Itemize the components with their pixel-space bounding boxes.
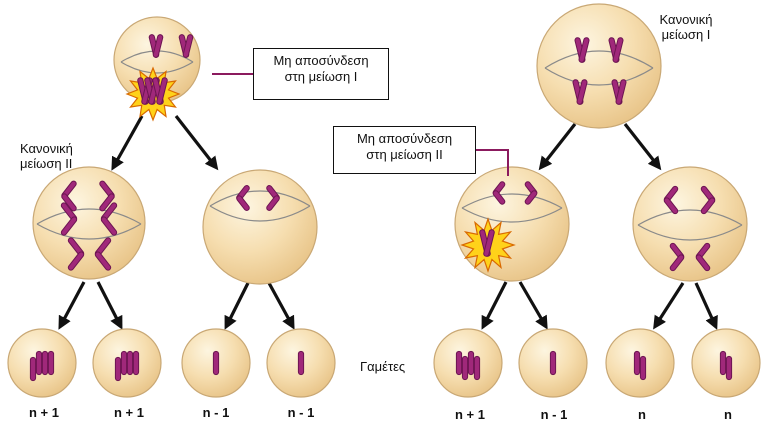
black-arrow-icon	[224, 282, 250, 330]
gamete-right-1	[433, 328, 503, 398]
chromatid-fill	[664, 198, 678, 214]
spindle-fiber	[36, 223, 142, 240]
gamete-left-1	[7, 328, 77, 398]
spindle-fiber	[461, 207, 563, 223]
spindle-fiber	[461, 193, 563, 209]
chromatid-fill	[696, 255, 710, 271]
spindle-fiber	[637, 209, 743, 226]
gamete-label-left-2: n + 1	[114, 405, 144, 420]
chromatid-fill	[525, 191, 537, 204]
chromosome-x-fill	[579, 38, 589, 62]
chromosome-x-fill	[613, 38, 623, 62]
chromatid-fill	[101, 217, 117, 235]
chromatid-fill	[701, 198, 715, 214]
gamete-label-right-1: n + 1	[455, 407, 485, 422]
spindle-fiber	[209, 190, 311, 207]
gamete-left-4	[266, 328, 336, 398]
cells-layer	[7, 3, 761, 398]
gamete-left-2	[92, 328, 162, 398]
normal-meiosis-1-text: Κανονική μείωση Ι	[659, 12, 713, 42]
chromatid-fill	[237, 196, 249, 210]
spindle-fiber	[36, 208, 142, 225]
spindle-fiber	[637, 224, 743, 241]
chromatid-fill	[267, 196, 279, 210]
cell-right-meiosis-2-b-membrane	[632, 166, 748, 282]
nondisjunction-1-text: Μη αποσύνδεση στη μείωση Ι	[273, 53, 369, 84]
black-arrow-icon	[174, 115, 219, 171]
black-arrow-icon	[653, 282, 685, 330]
cell-right-meiosis-1-membrane	[536, 3, 662, 129]
normal-meiosis-2-label: Κανονική μείωση ΙΙ	[20, 141, 120, 171]
cell-left-meiosis-2-b-membrane	[202, 169, 318, 285]
chromatid-fill	[100, 194, 114, 211]
gamete-label-right-3: n	[638, 407, 646, 422]
nondisjunction-2-callout: Μη αποσύνδεση στη μείωση ΙΙ	[333, 126, 476, 174]
spindle-fiber	[209, 205, 311, 222]
black-arrow-icon	[623, 123, 662, 171]
cell-left-meiosis-2-a	[32, 166, 146, 280]
chromatid-fill	[68, 238, 84, 256]
chromatid-fill	[100, 181, 114, 198]
chromatid-fill	[95, 238, 111, 256]
chromatid-fill	[62, 181, 76, 198]
cell-right-meiosis-1	[536, 3, 662, 129]
chromosome-x-fill	[616, 80, 626, 104]
cell-left-meiosis-2-b	[202, 169, 318, 285]
chromosome-x-fill	[157, 78, 167, 104]
gamete-right-4	[691, 328, 761, 398]
chromatid-fill	[68, 252, 84, 270]
chromosome-x-fill	[153, 35, 163, 57]
cell-left-meiosis-2-a-membrane	[32, 166, 146, 280]
spindle-fiber	[120, 61, 194, 74]
black-arrow-icon	[518, 281, 548, 330]
black-arrow-icon	[481, 281, 508, 330]
chromatid-fill	[61, 203, 77, 221]
gametes-text: Γαμέτες	[360, 359, 406, 374]
cell-right-meiosis-2-b	[632, 166, 748, 282]
leader-lines-layer	[212, 73, 509, 176]
chromatid-fill	[61, 217, 77, 235]
black-arrow-icon	[267, 282, 295, 330]
leader-line-nondisjunction-2	[476, 149, 509, 176]
gametes-label: Γαμέτες	[360, 359, 430, 374]
chromatid-fill	[493, 191, 505, 204]
chromosome-x-fill	[183, 35, 193, 57]
black-arrow-icon	[96, 281, 123, 330]
cell-right-meiosis-2-a-membrane	[454, 166, 570, 282]
cell-left-meiosis-1	[113, 16, 201, 122]
black-arrow-icon	[111, 115, 144, 171]
chromatid-fill	[95, 252, 111, 270]
chromatid-fill	[101, 203, 117, 221]
chromosome-x-fill	[484, 230, 494, 256]
gamete-label-left-3: n - 1	[202, 405, 230, 420]
gamete-right-3	[605, 328, 675, 398]
normal-meiosis-1-label: Κανονική μείωση Ι	[636, 12, 736, 42]
gamete-left-3	[181, 328, 251, 398]
black-arrow-icon	[694, 282, 718, 330]
spindle-fiber	[544, 50, 654, 69]
chromatid-fill	[62, 194, 76, 211]
spindle-fiber	[544, 67, 654, 86]
nondisjunction-1-callout: Μη αποσύνδεση στη μείωση Ι	[253, 48, 389, 100]
gamete-label-left-4: n - 1	[287, 405, 315, 420]
chromatid-fill	[670, 255, 684, 271]
normal-meiosis-2-text: Κανονική μείωση ΙΙ	[20, 141, 73, 171]
gamete-label-right-4: n	[724, 407, 732, 422]
chromosome-x-fill	[577, 80, 587, 104]
gamete-label-left-1: n + 1	[29, 405, 59, 420]
cell-right-meiosis-2-a	[454, 166, 570, 282]
black-arrow-icon	[58, 281, 86, 330]
black-arrow-icon	[538, 123, 577, 171]
arrows-layer	[58, 115, 718, 330]
gamete-right-2	[518, 328, 588, 398]
gamete-label-right-2: n - 1	[540, 407, 568, 422]
nondisjunction-2-text: Μη αποσύνδεση στη μείωση ΙΙ	[356, 131, 453, 162]
